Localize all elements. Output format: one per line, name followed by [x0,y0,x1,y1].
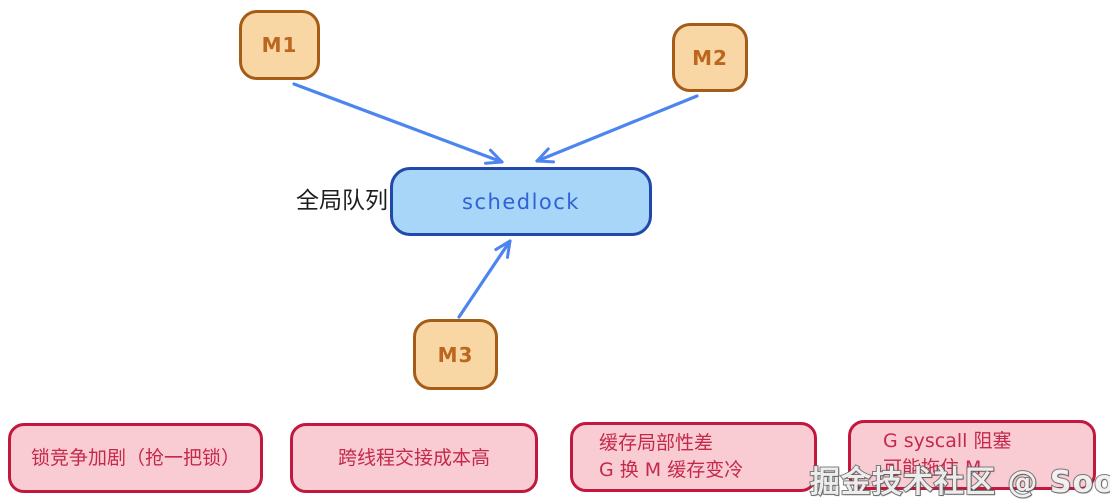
node-schedlock-label: schedlock [462,189,580,214]
node-m1-label: M1 [261,33,298,57]
issue-text: 跨线程交接成本高 [337,446,490,469]
issue-box-cross-thread-handoff: 跨线程交接成本高 [290,423,538,493]
arrow-m3-to-schedlock [457,239,512,319]
issue-text-line1: 缓存局部性差 [599,432,714,454]
issue-box-syscall-block: G syscall 阻塞 可能拖住 M [848,420,1096,490]
issue-box-cache-locality: 缓存局部性差 G 换 M 缓存变冷 [570,422,817,492]
issue-text-line2: G 换 M 缓存变冷 [599,459,744,481]
issue-text: 锁竞争加剧（抢一把锁） [30,446,240,469]
node-m3: M3 [413,319,498,390]
node-m1: M1 [239,10,320,80]
site-watermark: 掘金技术社区 @ Soofjan [809,464,1110,501]
arrow-m1-to-schedlock [292,82,504,165]
node-schedlock: schedlock [390,167,652,236]
arrow-m2-to-schedlock [535,94,699,164]
node-m2: M2 [672,23,748,92]
issue-box-lock-contention: 锁竞争加剧（抢一把锁） [8,423,263,493]
issue-text-line1: G syscall 阻塞 [883,430,1012,452]
node-m2-label: M2 [692,45,728,70]
issue-text-line2: 可能拖住 M [883,457,982,479]
node-m3-label: M3 [437,342,474,367]
global-queue-label: 全局队列 [296,188,388,214]
